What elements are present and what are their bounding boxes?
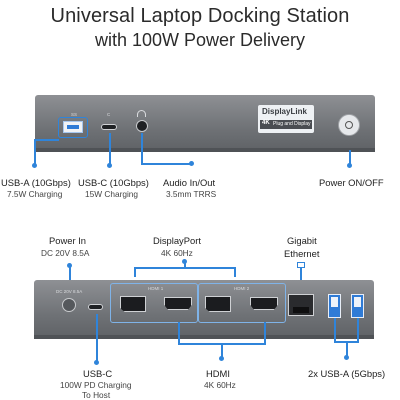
page-subtitle: with 100W Power Delivery [94, 30, 306, 50]
rear-usba-port-2 [351, 294, 364, 318]
front-dock [35, 95, 375, 151]
displayport-2 [205, 296, 231, 312]
hdmi2-port-mark: HDMI 2 [234, 286, 250, 291]
displaylink-brand: DisplayLink [262, 107, 307, 116]
dc-port-mark: DC 20V 8.5A [56, 289, 83, 294]
front-audio-jack [136, 120, 148, 132]
label-usbc-front-sub: 15W Charging [85, 189, 139, 199]
label-usbc-front: USB-C (10Gbps) [78, 177, 149, 188]
label-audio: Audio In/Out [163, 177, 216, 188]
label-audio-sub: 3.5mm TRRS [166, 189, 217, 199]
page-title: Universal Laptop Docking Station [50, 5, 350, 27]
rear-usbc-port [88, 304, 103, 310]
label-ethernet: Gigabit [287, 235, 317, 246]
label-usba-rear: 2x USB-A (5Gbps) [308, 368, 386, 379]
label-usbc-host-sub2: To Host [82, 390, 111, 400]
video-group-2-highlight [198, 283, 286, 323]
rear-usba-port-1 [328, 294, 341, 318]
network-icon [297, 262, 305, 268]
hdmi1-port-mark: HDMI 1 [148, 286, 164, 291]
hdmi-port-1 [164, 297, 192, 310]
front-usbc-port [101, 124, 117, 130]
label-power-in: Power In [49, 235, 86, 246]
power-icon [345, 121, 353, 129]
ethernet-port [288, 294, 314, 316]
label-power-switch: Power ON/OFF [319, 177, 384, 188]
label-hdmi: HDMI [206, 368, 230, 379]
front-dock-base [35, 148, 375, 152]
label-usbc-host-sub: 100W PD Charging [60, 380, 132, 390]
displayport-1 [120, 296, 146, 312]
hdmi-port-2 [250, 297, 278, 310]
usbc-port-mark: C [107, 112, 111, 117]
front-usba-highlight [58, 117, 88, 138]
usba-port-mark: SS [71, 112, 78, 117]
displaylink-4k [260, 120, 312, 129]
label-usbc-host: USB-C [83, 368, 113, 379]
displaylink-subtitle: Plug and Display [273, 121, 311, 127]
front-usba-port [63, 121, 83, 133]
headset-icon [137, 110, 146, 117]
label-usba-front-sub: 7.5W Charging [7, 189, 63, 199]
displaylink-4k-label: 4K [262, 120, 270, 126]
label-usba-front: USB-A (10Gbps) [1, 177, 71, 188]
label-hdmi-sub: 4K 60Hz [204, 380, 236, 390]
label-displayport-sub: 4K 60Hz [161, 248, 193, 258]
label-displayport: DisplayPort [153, 235, 201, 246]
rear-dock-base [34, 335, 374, 339]
label-power-in-sub: DC 20V 8.5A [41, 248, 90, 258]
label-ethernet-2: Ethernet [284, 248, 320, 259]
video-group-1-highlight [110, 283, 198, 323]
rear-dc-port [62, 298, 76, 312]
